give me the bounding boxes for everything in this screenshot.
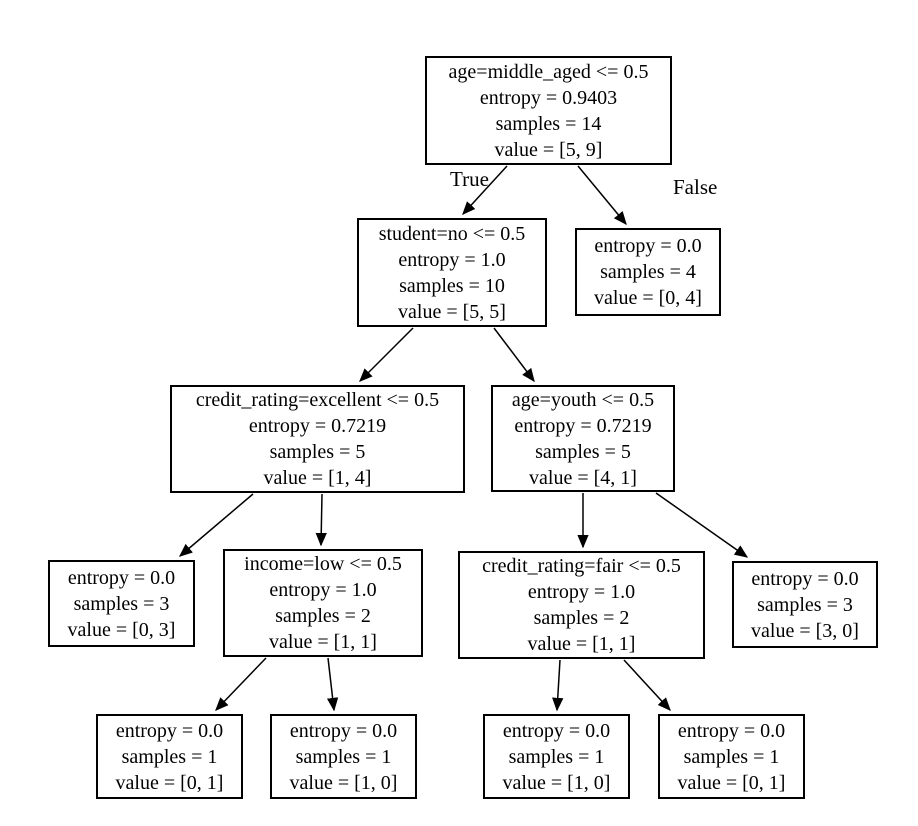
node-entropy: entropy = 1.0: [527, 581, 636, 603]
node-split-condition: student=no <= 0.5: [378, 222, 526, 245]
node-split-condition: credit_rating=excellent <= 0.5: [195, 389, 440, 411]
edge-youth-to-leaf-3-0: [655, 492, 749, 558]
node-entropy: entropy = 0.0: [594, 235, 702, 257]
node-samples: samples = 3: [73, 592, 170, 615]
node-samples: samples = 5: [269, 441, 366, 463]
tree-node-leaf-value-0-4: entropy = 0.0 samples = 4 value = [0, 4]: [575, 228, 721, 316]
node-samples: samples = 5: [535, 440, 631, 463]
node-entropy: entropy = 1.0: [398, 248, 506, 271]
tree-node-leaf-value-0-1-far-left: entropy = 0.0 samples = 1 value = [0, 1]: [96, 714, 243, 799]
node-value: value = [1, 0]: [502, 771, 611, 794]
node-samples: samples = 2: [533, 607, 630, 629]
node-value: value = [0, 3]: [67, 618, 176, 641]
edge-excellent-to-leaf-0-3: [178, 493, 254, 557]
edge-root-to-leaf-0-4-false: [577, 165, 627, 226]
edge-label-false: False: [673, 175, 718, 199]
edge-root-to-student-true: [462, 165, 508, 215]
edge-student-to-age-youth: [493, 327, 535, 383]
edge-income-to-leaf-0-1: [215, 657, 267, 711]
tree-node-credit-rating-fair: credit_rating=fair <= 0.5 entropy = 1.0 …: [458, 551, 705, 659]
node-samples: samples = 4: [600, 261, 696, 283]
node-samples: samples = 2: [275, 605, 371, 627]
node-value: value = [0, 1]: [677, 771, 786, 794]
tree-node-credit-rating-excellent: credit_rating=excellent <= 0.5 entropy =…: [170, 385, 465, 493]
node-entropy: entropy = 1.0: [269, 579, 377, 601]
node-entropy: entropy = 0.9403: [479, 86, 618, 109]
edge-excellent-to-income-low: [315, 493, 327, 547]
node-samples: samples = 10: [399, 274, 505, 297]
node-entropy: entropy = 0.7219: [514, 414, 652, 437]
node-value: value = [5, 5]: [398, 300, 506, 323]
tree-node-leaf-value-3-0: entropy = 0.0 samples = 3 value = [3, 0]: [732, 561, 878, 648]
node-split-condition: age=youth <= 0.5: [511, 388, 655, 411]
node-samples: samples = 1: [295, 745, 392, 768]
node-value: value = [1, 1]: [527, 633, 636, 655]
node-entropy: entropy = 0.0: [289, 719, 398, 742]
node-value: value = [0, 4]: [594, 287, 702, 309]
tree-node-age-youth: age=youth <= 0.5 entropy = 0.7219 sample…: [491, 385, 675, 492]
node-split-condition: income=low <= 0.5: [244, 553, 402, 575]
tree-node-leaf-value-1-0-mid-left: entropy = 0.0 samples = 1 value = [1, 0]: [270, 714, 417, 799]
node-value: value = [4, 1]: [529, 466, 637, 489]
node-samples: samples = 1: [121, 745, 218, 768]
tree-node-leaf-value-0-3: entropy = 0.0 samples = 3 value = [0, 3]: [48, 560, 195, 647]
edge-fair-to-leaf-1-0: [552, 659, 564, 712]
tree-node-leaf-value-1-0-mid-right: entropy = 0.0 samples = 1 value = [1, 0]: [483, 714, 630, 799]
node-samples: samples = 1: [683, 745, 780, 768]
node-split-condition: age=middle_aged <= 0.5: [448, 60, 649, 83]
tree-node-leaf-value-0-1-far-right: entropy = 0.0 samples = 1 value = [0, 1]: [658, 714, 805, 799]
node-samples: samples = 14: [495, 112, 602, 135]
node-value: value = [1, 0]: [289, 771, 398, 794]
node-split-condition: credit_rating=fair <= 0.5: [482, 555, 681, 577]
node-entropy: entropy = 0.0: [502, 719, 611, 742]
node-entropy: entropy = 0.0: [67, 566, 176, 589]
node-entropy: entropy = 0.0: [677, 719, 786, 742]
node-value: value = [5, 9]: [494, 138, 603, 161]
edge-income-to-leaf-1-0: [326, 657, 339, 712]
node-entropy: entropy = 0.7219: [248, 415, 387, 437]
node-value: value = [1, 4]: [263, 467, 372, 489]
node-value: value = [0, 1]: [115, 771, 224, 794]
node-entropy: entropy = 0.0: [751, 567, 859, 590]
edge-label-true: True: [450, 167, 489, 191]
node-samples: samples = 1: [508, 745, 605, 768]
tree-node-income-low: income=low <= 0.5 entropy = 1.0 samples …: [223, 549, 423, 657]
tree-node-student-no: student=no <= 0.5 entropy = 1.0 samples …: [357, 218, 547, 327]
edge-student-to-credit-excellent: [359, 327, 414, 382]
tree-node-root-age-middle-aged: age=middle_aged <= 0.5 entropy = 0.9403 …: [425, 56, 672, 165]
node-samples: samples = 3: [757, 593, 853, 616]
node-value: value = [1, 1]: [269, 631, 377, 653]
node-value: value = [3, 0]: [751, 619, 859, 642]
edge-fair-to-leaf-0-1: [623, 659, 671, 711]
node-entropy: entropy = 0.0: [115, 719, 224, 742]
